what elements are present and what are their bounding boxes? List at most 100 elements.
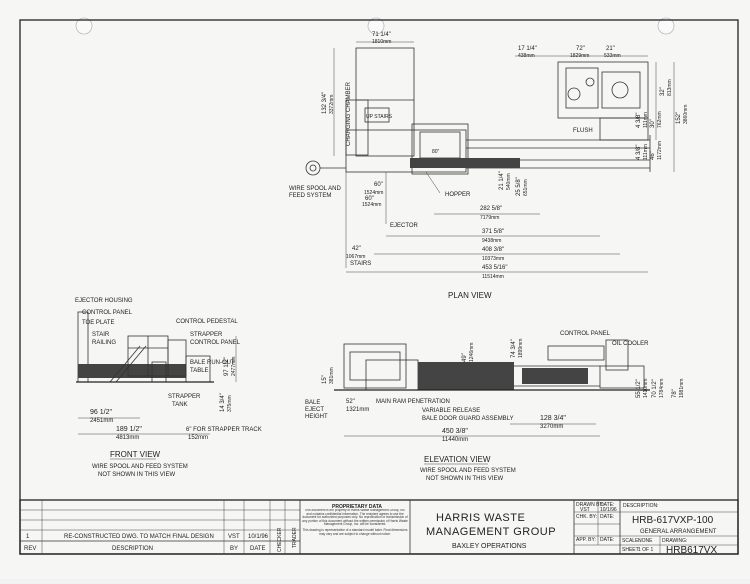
hopper-label: HOPPER xyxy=(445,192,471,198)
wire-spool-label-2: FEED SYSTEM xyxy=(289,193,331,199)
dim-46mm: 1172mm xyxy=(657,141,663,160)
model-number: HRB-617VXP-100 xyxy=(632,515,714,526)
bale-runout-label-2: TABLE xyxy=(190,368,209,374)
dim-25mm: 651mm xyxy=(523,179,529,196)
front-view: EJECTOR HOUSING CONTROL PANEL TOE PLATE … xyxy=(75,298,262,478)
charging-chamber-label: CHARGING CHAMBER xyxy=(346,81,352,146)
company-name-line1: HARRIS WASTE xyxy=(436,512,525,524)
dim-21mm: 533mm xyxy=(604,53,621,59)
app-date-label: DATE: xyxy=(600,537,614,543)
dim-70mm: 1784mm xyxy=(659,379,665,398)
arrangement-label: GENERAL ARRANGEMENT xyxy=(640,529,717,535)
dim-71mm: 1810mm xyxy=(372,39,391,45)
dim-450mm: 11440mm xyxy=(442,437,468,443)
dim-60a-in: 60" xyxy=(374,182,383,188)
dim-30mm: 762mm xyxy=(657,111,663,128)
dim-371in: 371 5/8" xyxy=(482,229,504,235)
bale-eject-label-3: HEIGHT xyxy=(305,414,328,420)
dim-15in: 15" xyxy=(322,375,328,384)
dim-17in: 17 1/4" xyxy=(518,46,537,52)
dim-128mm: 3270mm xyxy=(540,424,563,430)
dim-408mm: 10373mm xyxy=(482,256,504,262)
bale-eject-label-2: EJECT xyxy=(305,407,324,413)
date-header: DATE xyxy=(250,546,266,552)
press-body-shape xyxy=(345,129,467,173)
dim-32in: 32" xyxy=(660,87,666,96)
dim-52mm: 1321mm xyxy=(346,407,369,413)
dim-4b-in: 4 3/8" xyxy=(636,145,642,160)
dim-60b-in: 60" xyxy=(365,196,374,202)
variable-release-label-1: VARIABLE RELEASE xyxy=(422,408,480,414)
dim-49in: 49" xyxy=(462,353,468,362)
dim-128in: 128 3/4" xyxy=(540,415,566,422)
sheet-value: 1 OF 1 xyxy=(638,547,654,553)
dim-30in: 30" xyxy=(650,119,656,128)
checker-label: CHECKER xyxy=(277,527,283,552)
dim-4mm: 111mm xyxy=(643,112,649,128)
dim-25in: 25 5/8" xyxy=(516,177,522,196)
dim-70in: 70 1/2" xyxy=(652,379,658,398)
drawn-by-label: DRAWN BY: xyxy=(576,502,604,508)
dim-4b-mm: 111mm xyxy=(643,144,649,160)
dim-42in: 42" xyxy=(352,246,361,252)
dim-72mm: 1829mm xyxy=(570,53,589,59)
elevation-view: CONTROL PANEL OIL COOLER BALE EJECT HEIG… xyxy=(305,331,685,482)
toe-plate-label: TOE PLATE xyxy=(82,320,114,326)
strapper-tank-label-2: TANK xyxy=(172,402,188,408)
dim-52in: 52" xyxy=(346,399,355,405)
elevation-note-2: NOT SHOWN IN THIS VIEW xyxy=(426,476,503,482)
dim-152in: 152" xyxy=(676,112,682,124)
dim-55mm: 1410mm xyxy=(643,379,649,398)
revision-date: 10/1/96 xyxy=(248,534,269,540)
elevation-note-1: WIRE SPOOL AND FEED SYSTEM xyxy=(420,468,516,474)
binder-holes xyxy=(75,17,675,35)
proprietary-text-box: This document is the property of Harris … xyxy=(302,509,408,535)
wire-spool-label-1: WIRE SPOOL AND xyxy=(289,186,341,192)
dim-21b-mm: 540mm xyxy=(506,173,512,190)
dim-80: 80" xyxy=(432,149,440,155)
dim-71in: 71 1/4" xyxy=(372,32,391,38)
front-bale-hatch xyxy=(78,364,186,378)
chk-date-label: DATE: xyxy=(600,514,614,520)
revision-number: 1 xyxy=(26,534,30,540)
hydraulic-unit-shape xyxy=(557,61,649,119)
dim-282in: 282 5/8" xyxy=(480,206,502,212)
revision-description: RE-CONSTRUCTED DWG. TO MATCH FINAL DESIG… xyxy=(64,534,214,540)
dim-74mm: 1899mm xyxy=(518,339,524,358)
dim-60a-mm: 1524mm xyxy=(364,190,383,196)
front-note-2: NOT SHOWN IN THIS VIEW xyxy=(98,472,175,478)
scale-value: NONE xyxy=(638,538,653,544)
dim-15mm: 381mm xyxy=(329,367,335,384)
dim-17mm: 438mm xyxy=(518,53,535,59)
elevation-bale-hatch xyxy=(418,362,514,390)
drawing-number: HRB617VX xyxy=(666,545,717,556)
dim-152mm-front: 152mm xyxy=(188,435,208,441)
stair-label: STAIR xyxy=(92,332,110,338)
wire-spool-shape xyxy=(305,160,321,176)
variable-release-label-2: BALE DOOR GUARD ASSEMBLY xyxy=(422,416,514,422)
plan-view: UP STAIRS CHARGING CHAMBER FLUSH WIRE SP… xyxy=(289,32,689,300)
rev-header: REV xyxy=(24,546,36,552)
dim-371mm: 9438mm xyxy=(482,238,501,244)
stairs-label: STAIRS xyxy=(350,261,371,267)
dim-97in: 97 1/2" xyxy=(224,357,230,376)
oil-cooler-label: OIL COOLER xyxy=(612,341,649,347)
drawn-date-label: DATE: xyxy=(600,502,614,508)
ejector-housing-label: EJECTOR HOUSING xyxy=(75,298,133,304)
description-label: DESCRIPTION: xyxy=(623,503,659,509)
oil-cooler-shape xyxy=(605,339,629,371)
dim-408in: 408 3/8" xyxy=(482,247,504,253)
strapper-track-label: 6" FOR STRAPPER TRACK xyxy=(186,427,262,433)
front-control-panel-label: CONTROL PANEL xyxy=(82,310,133,316)
dim-453mm: 11514mm xyxy=(482,274,504,280)
dim-97mm: 2477mm xyxy=(231,357,237,376)
drawn-by-value: VST xyxy=(580,507,590,513)
elevation-control-panel-label: CONTROL PANEL xyxy=(560,331,611,337)
dim-96mm: 2451mm xyxy=(90,418,113,424)
ejector-label: EJECTOR xyxy=(390,223,419,229)
strapper-control-label-1: STRAPPER xyxy=(190,332,223,338)
dim-32mm: 813mm xyxy=(667,79,673,96)
trader-label: TRADER xyxy=(292,527,298,548)
